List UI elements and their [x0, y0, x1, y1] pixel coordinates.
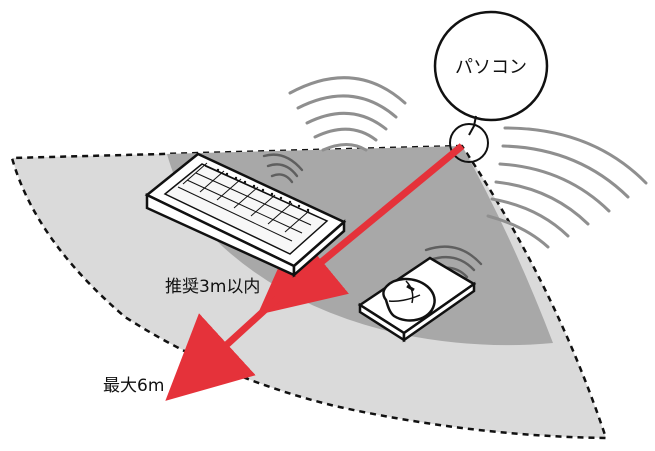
right-signal-waves — [486, 126, 648, 249]
upper-signal-waves — [288, 76, 407, 152]
max-range-label: 最大6m — [103, 376, 164, 396]
receiver-circle — [449, 123, 489, 163]
recommended-range-arrow — [257, 143, 465, 315]
computer-bubble-icon: パソコン — [433, 10, 549, 136]
recommended-range-label: 推奨3m以内 — [165, 277, 260, 297]
max-range-arrow — [165, 294, 282, 401]
wireless-signal-icon — [262, 76, 648, 279]
keyboard-signal-waves — [262, 153, 304, 184]
keyboard-icon — [144, 152, 347, 278]
mouse-icon — [357, 256, 477, 343]
computer-label: パソコン — [455, 57, 527, 78]
